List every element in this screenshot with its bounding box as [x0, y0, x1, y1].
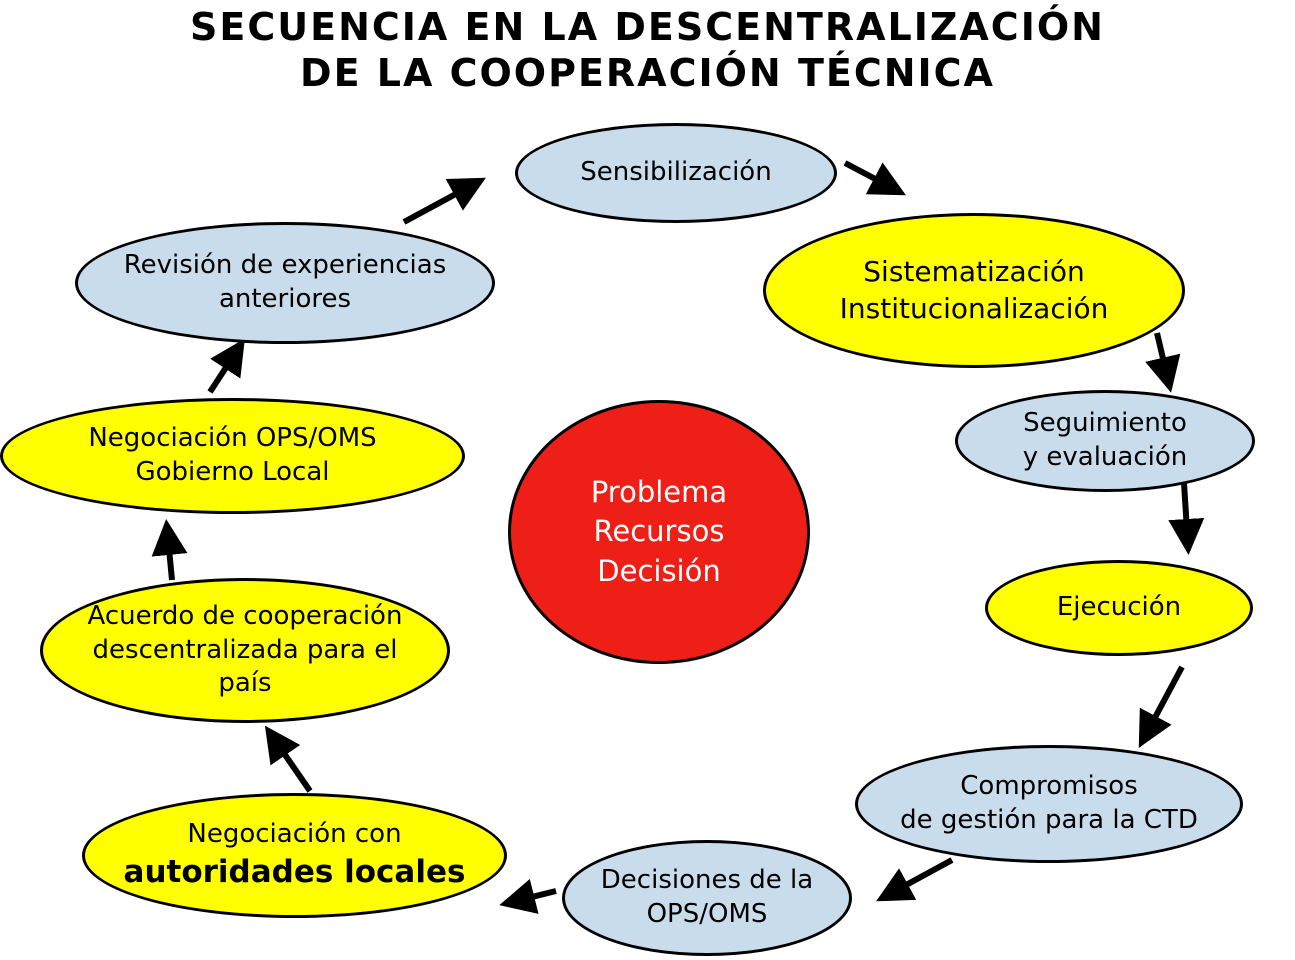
- node-acuerdo: Acuerdo de cooperación descentralizada p…: [40, 578, 450, 723]
- diagram-title-line2: DE LA COOPERACIÓN TÉCNICA: [300, 51, 995, 96]
- arrow-sensibilizacion-to-sistematizacion: [843, 160, 906, 196]
- node-label: Decisiones de la OPS/OMS: [600, 865, 814, 929]
- node-ejecucion: Ejecución: [985, 560, 1253, 656]
- node-label: Acuerdo de cooperación descentralizada p…: [87, 600, 403, 699]
- diagram-title: SECUENCIA EN LA DESCENTRALIZACIÓN DE LA …: [0, 4, 1295, 97]
- arrow-negociacion-ops-to-revision: [207, 338, 245, 394]
- node-label: Seguimiento y evaluación: [1022, 408, 1188, 472]
- node-sensibilizacion: Sensibilización: [515, 123, 837, 223]
- arrow-sistematizacion-to-seguimiento: [1145, 332, 1181, 393]
- node-label: Sistematización Institucionalización: [839, 255, 1109, 325]
- center-circle-label: Problema Recursos Decisión: [590, 475, 728, 588]
- node-label: Compromisos de gestión para la CTD: [900, 771, 1198, 835]
- node-label: Ejecución: [1056, 592, 1182, 623]
- center-circle: Problema Recursos Decisión: [508, 400, 810, 664]
- node-label: Negociación con autoridades locales: [123, 819, 466, 891]
- arrow-negociacion-local-to-acuerdo: [264, 725, 313, 793]
- arrow-seguimiento-to-ejecucion: [1168, 482, 1205, 555]
- node-compromisos: Compromisos de gestión para la CTD: [855, 745, 1243, 863]
- node-negociacion-local: Negociación con autoridades locales: [82, 793, 507, 918]
- arrow-ejecucion-to-compromisos: [1138, 665, 1185, 748]
- node-revision: Revisión de experiencias anteriores: [75, 222, 495, 344]
- node-label: Sensibilización: [580, 157, 772, 188]
- node-seguimiento: Seguimiento y evaluación: [955, 390, 1255, 492]
- diagram-title-line1: SECUENCIA EN LA DESCENTRALIZACIÓN: [190, 5, 1105, 49]
- node-sistematizacion: Sistematización Institucionalización: [763, 213, 1185, 368]
- node-label: Negociación OPS/OMS Gobierno Local: [88, 423, 377, 487]
- node-label: Revisión de experiencias anteriores: [123, 250, 447, 314]
- node-decisiones: Decisiones de la OPS/OMS: [562, 840, 852, 956]
- arrow-decisiones-to-negociacion-local: [499, 878, 557, 914]
- arrow-acuerdo-to-negociacion-ops: [151, 519, 188, 581]
- node-negociacion-ops: Negociación OPS/OMS Gobierno Local: [0, 398, 465, 514]
- arrow-revision-to-sensibilizacion: [402, 177, 486, 225]
- arrow-compromisos-to-decisiones: [876, 857, 954, 902]
